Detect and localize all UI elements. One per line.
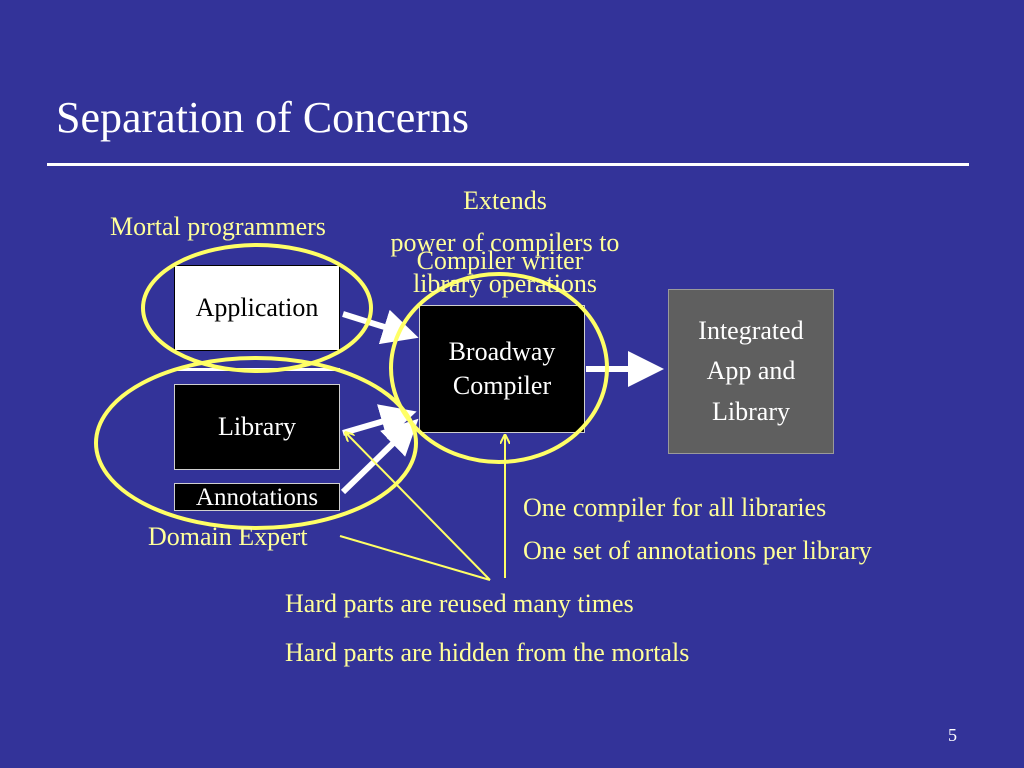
note-hard-parts-hidden: Hard parts are hidden from the mortals (285, 638, 690, 667)
integrated-output-box: Integrated App and Library (668, 289, 834, 454)
domain-expert-ellipse (94, 356, 418, 530)
arrow-library-to-compiler (342, 404, 417, 439)
compiler-label-line2: Compiler (452, 371, 552, 400)
extends-label-line2: power of compilers to (390, 228, 620, 257)
page-number: 5 (948, 725, 957, 745)
pointer-to-library (346, 433, 491, 581)
output-label-line3: Library (712, 396, 790, 426)
note-one-set-annotations: One set of annotations per library (523, 536, 872, 565)
extends-label-line1: Extends (463, 186, 547, 215)
output-label-line2: App and (706, 356, 796, 386)
library-box: Library (174, 384, 340, 470)
mortal-programmers-ellipse (141, 243, 373, 373)
slide-title: Separation of Concerns (56, 93, 469, 142)
note-hard-parts-reused: Hard parts are reused many times (285, 589, 634, 618)
pointer-to-domain-expert (339, 535, 491, 581)
application-box: Application (174, 265, 340, 351)
mortal-programmers-label: Mortal programmers (110, 212, 326, 241)
domain-expert-label: Domain Expert (148, 522, 308, 551)
extends-label-line3: library operations (412, 269, 598, 298)
broadway-compiler-box: Broadway Compiler (419, 305, 585, 433)
compiler-label-line1: Broadway (448, 337, 556, 367)
note-one-compiler: One compiler for all libraries (523, 493, 827, 522)
annotations-box: Annotations (174, 483, 340, 511)
title-divider (47, 163, 969, 166)
compiler-writer-label: Compiler writer (416, 246, 584, 275)
output-label-line1: Integrated (698, 316, 804, 346)
arrow-annotations-to-compiler (340, 418, 419, 495)
compiler-writer-ellipse (389, 272, 609, 464)
